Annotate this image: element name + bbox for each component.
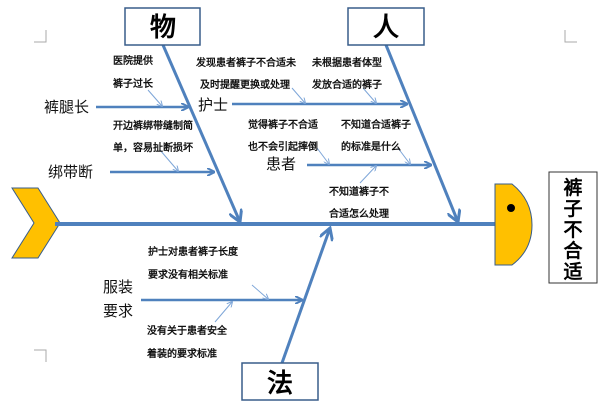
detail-text: 裤子过长 [113,77,154,90]
detail-text: 发现患者裤子不合适未 [195,56,296,69]
detail-text: 不知道裤子不 [329,185,389,198]
detail-text: 医院提供 [113,54,153,67]
fish-eye [507,204,515,212]
category-box-material [124,7,201,46]
detail-text: 没有关于患者安全 [147,324,228,337]
bone-material [161,44,240,222]
category-box-method [241,362,319,401]
svg-text:子: 子 [563,198,582,220]
corner-mark [564,30,577,43]
corner-mark [34,30,47,43]
cause-dress-req: 要求 [103,302,133,320]
bone-people [384,44,458,222]
cause-dress-req: 服装 [103,278,133,296]
detail-text: 单，容易扯断损坏 [113,141,193,154]
detail-text: 未根据患者体型 [311,56,382,69]
svg-text:裤: 裤 [563,176,582,199]
cause-nurse: 护士 [198,96,228,114]
cause-patient: 患者 [266,155,296,173]
fish-tail [11,187,61,259]
cause-strap-broken: 绑带断 [48,163,93,181]
detail-text: 开边裤绑带缝制简 [113,119,193,132]
cause-pants-long: 裤腿长 [44,98,89,116]
svg-text:不: 不 [563,219,582,241]
category-method: 法 [267,369,293,399]
detail-text: 不知道合适裤子 [341,118,411,131]
detail-text: 的标准是什么 [341,140,401,153]
svg-text:适: 适 [563,261,582,283]
sub-arrows [147,87,410,323]
bone-method [280,228,330,364]
svg-text:合: 合 [563,239,583,262]
category-box-people [347,7,425,46]
detail-text: 着装的要求标准 [146,347,217,360]
detail-text: 觉得裤子不合适 [248,118,318,131]
detail-text: 护士对患者裤子长度 [148,245,239,258]
effect-box [548,171,598,284]
detail-text: 要求没有相关标准 [148,268,228,281]
category-material: 物 [150,13,176,43]
effect-text: 裤 子 不 合 适 [563,176,583,283]
category-people: 人 [373,13,399,43]
detail-text: 合适怎么处理 [328,207,389,220]
fish-head [494,183,533,266]
corner-mark [34,349,47,362]
detail-text: 发放合适的裤子 [311,78,382,91]
detail-text: 及时提醒更换或处理 [200,78,290,91]
detail-text: 也不会引起摔倒 [248,140,318,153]
